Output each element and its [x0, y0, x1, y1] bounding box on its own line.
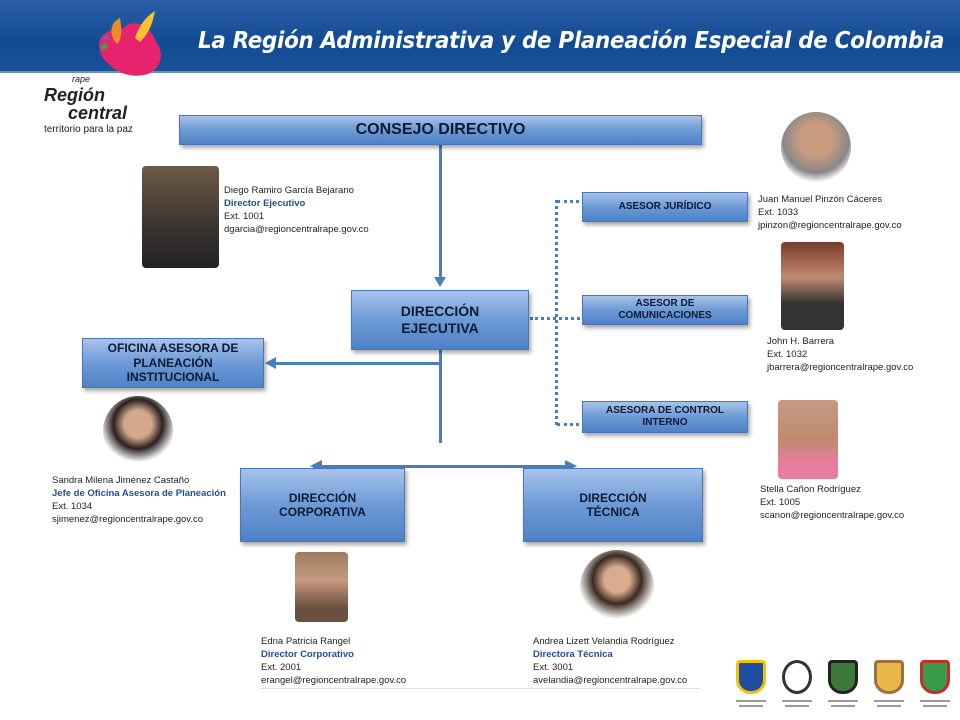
person-role: Director Corporativo: [261, 649, 354, 660]
arrow-down-icon: [434, 277, 446, 287]
logo-region: Región: [44, 85, 105, 105]
dotted-connector: [557, 423, 579, 426]
member-seals: [728, 660, 958, 715]
box-direccion-tecnica[interactable]: DIRECCIÓN TÉCNICA: [523, 468, 703, 542]
person-email[interactable]: jbarrera@regioncentralrape.gov.co: [767, 362, 914, 373]
person-role: Jefe de Oficina Asesora de Planeación: [52, 488, 226, 499]
person-ext: Ext. 3001: [533, 662, 574, 673]
seal-cundinamarca-icon: [779, 660, 815, 712]
info-pinzon: Juan Manuel Pinzón Cáceres Ext. 1033 jpi…: [758, 193, 902, 232]
dotted-connector: [555, 200, 558, 425]
photo-rangel: [295, 552, 348, 622]
info-velandia: Andrea Lizett Velandia Rodríguez Directo…: [533, 635, 687, 687]
connector: [275, 362, 440, 365]
info-canon: Stella Cañon Rodríguez Ext. 1005 scanon@…: [760, 483, 904, 522]
connector: [439, 350, 442, 443]
person-email[interactable]: scanon@regioncentralrape.gov.co: [760, 510, 905, 521]
photo-barrera: [781, 242, 844, 330]
arrow-left-icon: [265, 357, 276, 369]
info-barrera: John H. Barrera Ext. 1032 jbarrera@regio…: [767, 335, 913, 374]
person-role: Directora Técnica: [533, 649, 613, 660]
info-garcia: Diego Ramiro García Bejarano Director Ej…: [224, 184, 369, 236]
info-jimenez: Sandra Milena Jiménez Castaño Jefe de Of…: [52, 474, 226, 526]
seal-bogota-icon: [733, 660, 769, 712]
logo-rape: rape: [72, 74, 91, 84]
box-asesor-juridico[interactable]: ASESOR JURÍDICO: [582, 192, 748, 222]
rape-logo-bird: [99, 11, 161, 76]
photo-canon: [778, 400, 838, 479]
person-ext: Ext. 1001: [224, 211, 265, 222]
seal-tolima-icon: [917, 660, 953, 712]
seal-meta-icon: [871, 660, 907, 712]
box-consejo-directivo[interactable]: CONSEJO DIRECTIVO: [179, 115, 702, 145]
person-role: Director Ejecutivo: [224, 198, 306, 209]
box-direccion-corporativa[interactable]: DIRECCIÓN CORPORATIVA: [240, 468, 405, 542]
person-ext: Ext. 1032: [767, 349, 808, 360]
connector: [439, 145, 442, 280]
person-name: John H. Barrera: [767, 336, 835, 347]
photo-pinzon: [781, 112, 851, 182]
person-name: Edna Patricia Rangel: [261, 636, 351, 647]
person-name: Stella Cañon Rodríguez: [760, 484, 861, 495]
person-email[interactable]: dgarcia@regioncentralrape.gov.co: [224, 224, 369, 235]
photo-garcia: [142, 166, 219, 268]
person-email[interactable]: jpinzon@regioncentralrape.gov.co: [758, 220, 902, 231]
header-title: La Región Administrativa y de Planeación…: [198, 28, 945, 54]
person-name: Diego Ramiro García Bejarano: [224, 185, 354, 196]
person-email[interactable]: erangel@regioncentralrape.gov.co: [261, 675, 407, 686]
dotted-connector: [557, 200, 579, 203]
person-ext: Ext. 2001: [261, 662, 302, 673]
person-name: Sandra Milena Jiménez Castaño: [52, 475, 190, 486]
person-ext: Ext. 1034: [52, 501, 93, 512]
info-rangel: Edna Patricia Rangel Director Corporativ…: [261, 635, 406, 687]
person-name: Juan Manuel Pinzón Cáceres: [758, 194, 883, 205]
box-asesora-control[interactable]: ASESORA DE CONTROL INTERNO: [582, 401, 748, 433]
person-email[interactable]: avelandia@regioncentralrape.gov.co: [533, 675, 688, 686]
connector: [320, 465, 570, 468]
box-direccion-ejecutiva[interactable]: DIRECCIÓN EJECUTIVA: [351, 290, 529, 350]
box-oficina-planeacion[interactable]: OFICINA ASESORA DE PLANEACIÓN INSTITUCIO…: [82, 338, 264, 388]
box-asesor-comunicaciones[interactable]: ASESOR DE COMUNICACIONES: [582, 295, 748, 325]
person-ext: Ext. 1005: [760, 497, 801, 508]
dotted-connector: [530, 317, 580, 320]
person-email[interactable]: sjimenez@regioncentralrape.gov.co: [52, 514, 203, 525]
photo-jimenez: [103, 396, 173, 466]
photo-velandia: [580, 550, 654, 624]
seal-boyaca-icon: [825, 660, 861, 712]
logo-tagline: territorio para la paz: [44, 124, 133, 135]
logo-central: central: [68, 103, 128, 123]
person-name: Andrea Lizett Velandia Rodríguez: [533, 636, 675, 647]
person-ext: Ext. 1033: [758, 207, 799, 218]
divider: [260, 688, 700, 689]
